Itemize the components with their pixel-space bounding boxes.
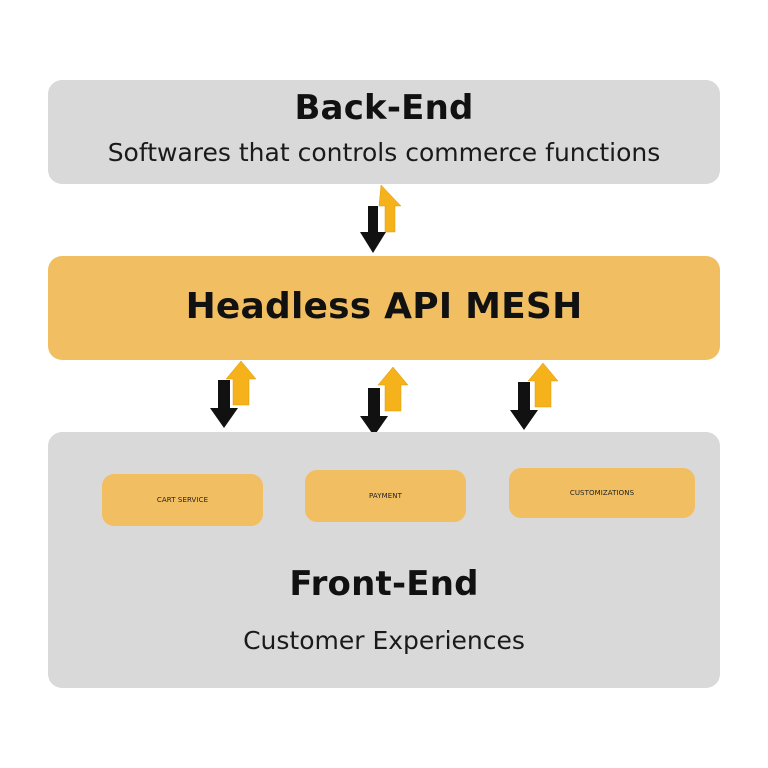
arrow-up-icon	[225, 360, 257, 406]
frontend-panel: CART SERVICE PAYMENT CUSTOMIZATIONS Fron…	[48, 432, 720, 688]
arrow-up-icon	[527, 362, 559, 408]
customizations-label: CUSTOMIZATIONS	[569, 489, 635, 497]
arrow-pair-backend-mesh	[360, 184, 402, 253]
cart-service-label: CART SERVICE	[156, 496, 209, 504]
backend-title: Back-End	[294, 88, 474, 128]
backend-subtitle: Softwares that controls commerce functio…	[107, 138, 661, 167]
frontend-subtitle: Customer Experiences	[243, 626, 525, 655]
payment-box: PAYMENT	[305, 470, 466, 522]
arrow-down-icon	[510, 382, 538, 430]
payment-label: PAYMENT	[369, 492, 402, 500]
arrow-down-icon	[360, 206, 386, 253]
arrow-pair-mesh-cart	[210, 360, 257, 428]
arrow-down-icon	[210, 380, 238, 428]
cart-service-box: CART SERVICE	[102, 474, 263, 526]
customizations-box: CUSTOMIZATIONS	[509, 468, 695, 518]
arrow-up-icon	[377, 366, 409, 412]
arrow-pair-mesh-payment	[360, 366, 409, 436]
arrow-down-icon	[360, 388, 388, 436]
frontend-title: Front-End	[289, 564, 479, 604]
arrow-pair-mesh-customizations	[510, 362, 559, 430]
backend-panel: Back-End Softwares that controls commerc…	[48, 80, 720, 184]
api-mesh-title: Headless API MESH	[185, 286, 583, 327]
arrow-up-icon	[378, 184, 402, 233]
api-mesh-panel: Headless API MESH	[48, 256, 720, 360]
